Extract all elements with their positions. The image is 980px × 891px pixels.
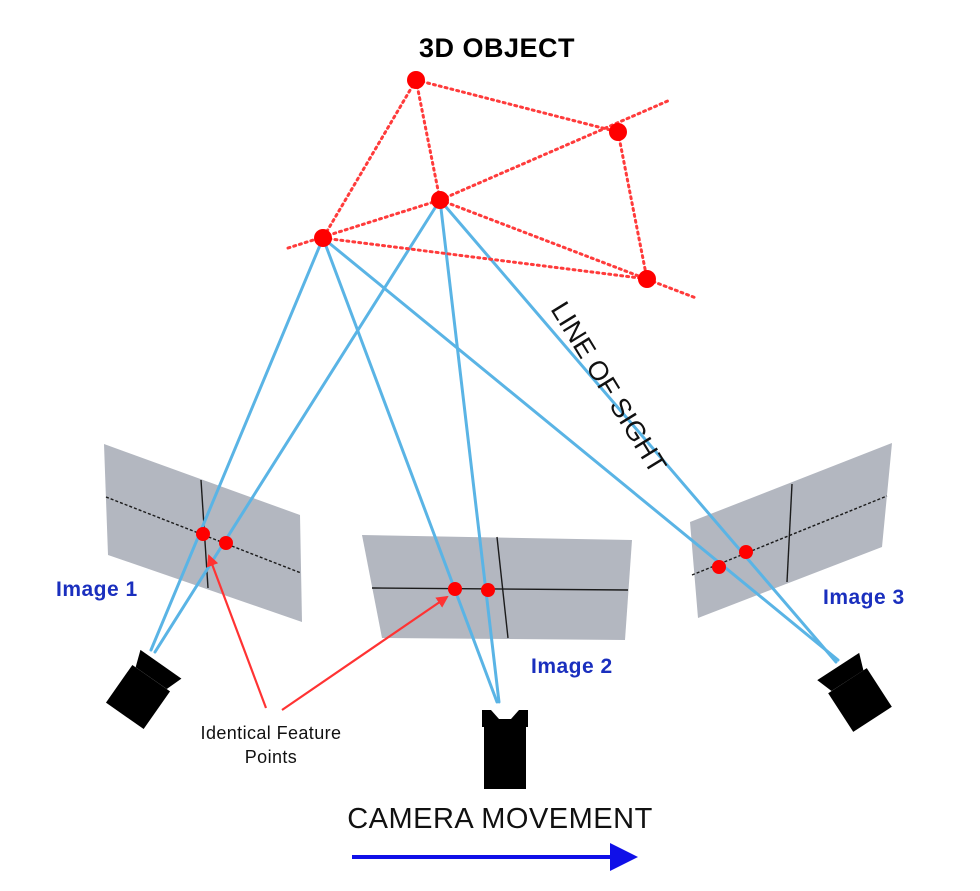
camera-2 xyxy=(482,710,528,789)
object-points xyxy=(314,71,656,288)
video-camera-icon xyxy=(484,727,526,789)
object-edges xyxy=(286,78,698,300)
camera-1 xyxy=(105,649,182,730)
lines-of-sight xyxy=(149,198,840,704)
image-label-2: Image 2 xyxy=(531,655,613,678)
sight-line-p2-cam1 xyxy=(153,198,442,654)
feature-point-img3-b xyxy=(739,545,753,559)
object-point xyxy=(407,71,425,89)
feature-point-img1-a xyxy=(196,527,210,541)
movement-arrow xyxy=(352,843,638,871)
object-point xyxy=(638,270,656,288)
feature-arrow-1 xyxy=(206,554,268,709)
title-3d-object: 3D OBJECT xyxy=(419,33,575,63)
sight-line-p2-cam2 xyxy=(438,198,501,704)
video-camera-icon xyxy=(828,668,892,732)
image-plane-2 xyxy=(362,535,632,640)
sight-line-p1-cam2 xyxy=(321,236,499,704)
feature-points xyxy=(196,527,753,597)
sight-line-p2-cam3 xyxy=(438,198,838,664)
edge-e xyxy=(616,130,649,281)
edge-f xyxy=(438,198,698,300)
camera-movement-label: CAMERA MOVEMENT xyxy=(347,803,653,835)
sight-line-p1-cam1 xyxy=(149,236,325,652)
feature-arrows xyxy=(206,554,449,711)
line-of-sight-label: LINE OF SIGHT xyxy=(545,296,672,478)
feature-points-label-line2: Points xyxy=(245,747,297,767)
object-point xyxy=(314,229,332,247)
feature-point-img1-b xyxy=(219,536,233,550)
camera-3 xyxy=(817,652,892,732)
sight-line-p1-cam3 xyxy=(321,236,840,662)
object-point xyxy=(431,191,449,209)
edge-g xyxy=(286,198,442,250)
edge-h xyxy=(321,236,649,281)
edge-a xyxy=(414,78,620,134)
edge-c xyxy=(321,78,418,240)
feature-arrow-2 xyxy=(281,595,449,711)
edge-b xyxy=(414,78,442,202)
edge-d xyxy=(438,98,672,202)
object-point xyxy=(609,123,627,141)
video-camera-icon xyxy=(105,664,171,730)
feature-point-img3-a xyxy=(712,560,726,574)
image-label-1: Image 1 xyxy=(56,578,138,601)
feature-point-img2-b xyxy=(481,583,495,597)
image-label-3: Image 3 xyxy=(823,586,905,609)
image-plane-3 xyxy=(690,443,892,618)
feature-points-label-line1: Identical Feature xyxy=(201,723,342,743)
feature-point-img2-a xyxy=(448,582,462,596)
